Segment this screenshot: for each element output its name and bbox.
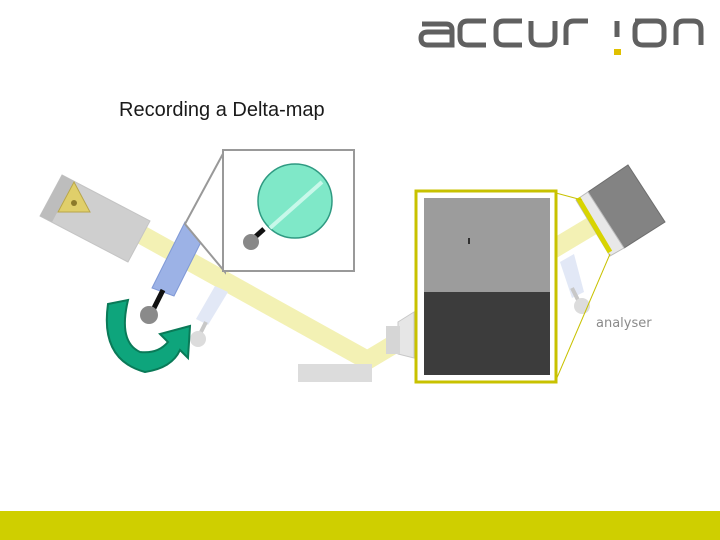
slide-title: Recording a Delta-map [119,99,325,121]
analyser-label: analyser [596,316,652,331]
laser-warning-icon [57,180,91,213]
delta-map-image-upper [424,198,550,292]
delta-map-image-lower [424,292,550,375]
compensator-lens [257,163,333,239]
lens-knob [243,234,259,250]
accurion-logo [418,18,704,48]
compensator-knob [190,331,206,347]
analyser-handle [570,287,580,301]
analyser-plate [560,254,584,298]
compensator-plate [196,286,228,325]
camera-icon [575,164,666,257]
rotate-arrow-icon [105,298,192,374]
bottom-accent-bar [0,511,720,540]
sample [298,364,372,382]
frame-link-bottom [555,253,611,381]
objective-lens [386,311,415,359]
lens-glare [268,180,324,230]
frame-link-top [555,192,583,201]
laser-source [39,174,151,263]
polarizer-knob [140,306,158,324]
logo-accent-dot [614,49,621,55]
